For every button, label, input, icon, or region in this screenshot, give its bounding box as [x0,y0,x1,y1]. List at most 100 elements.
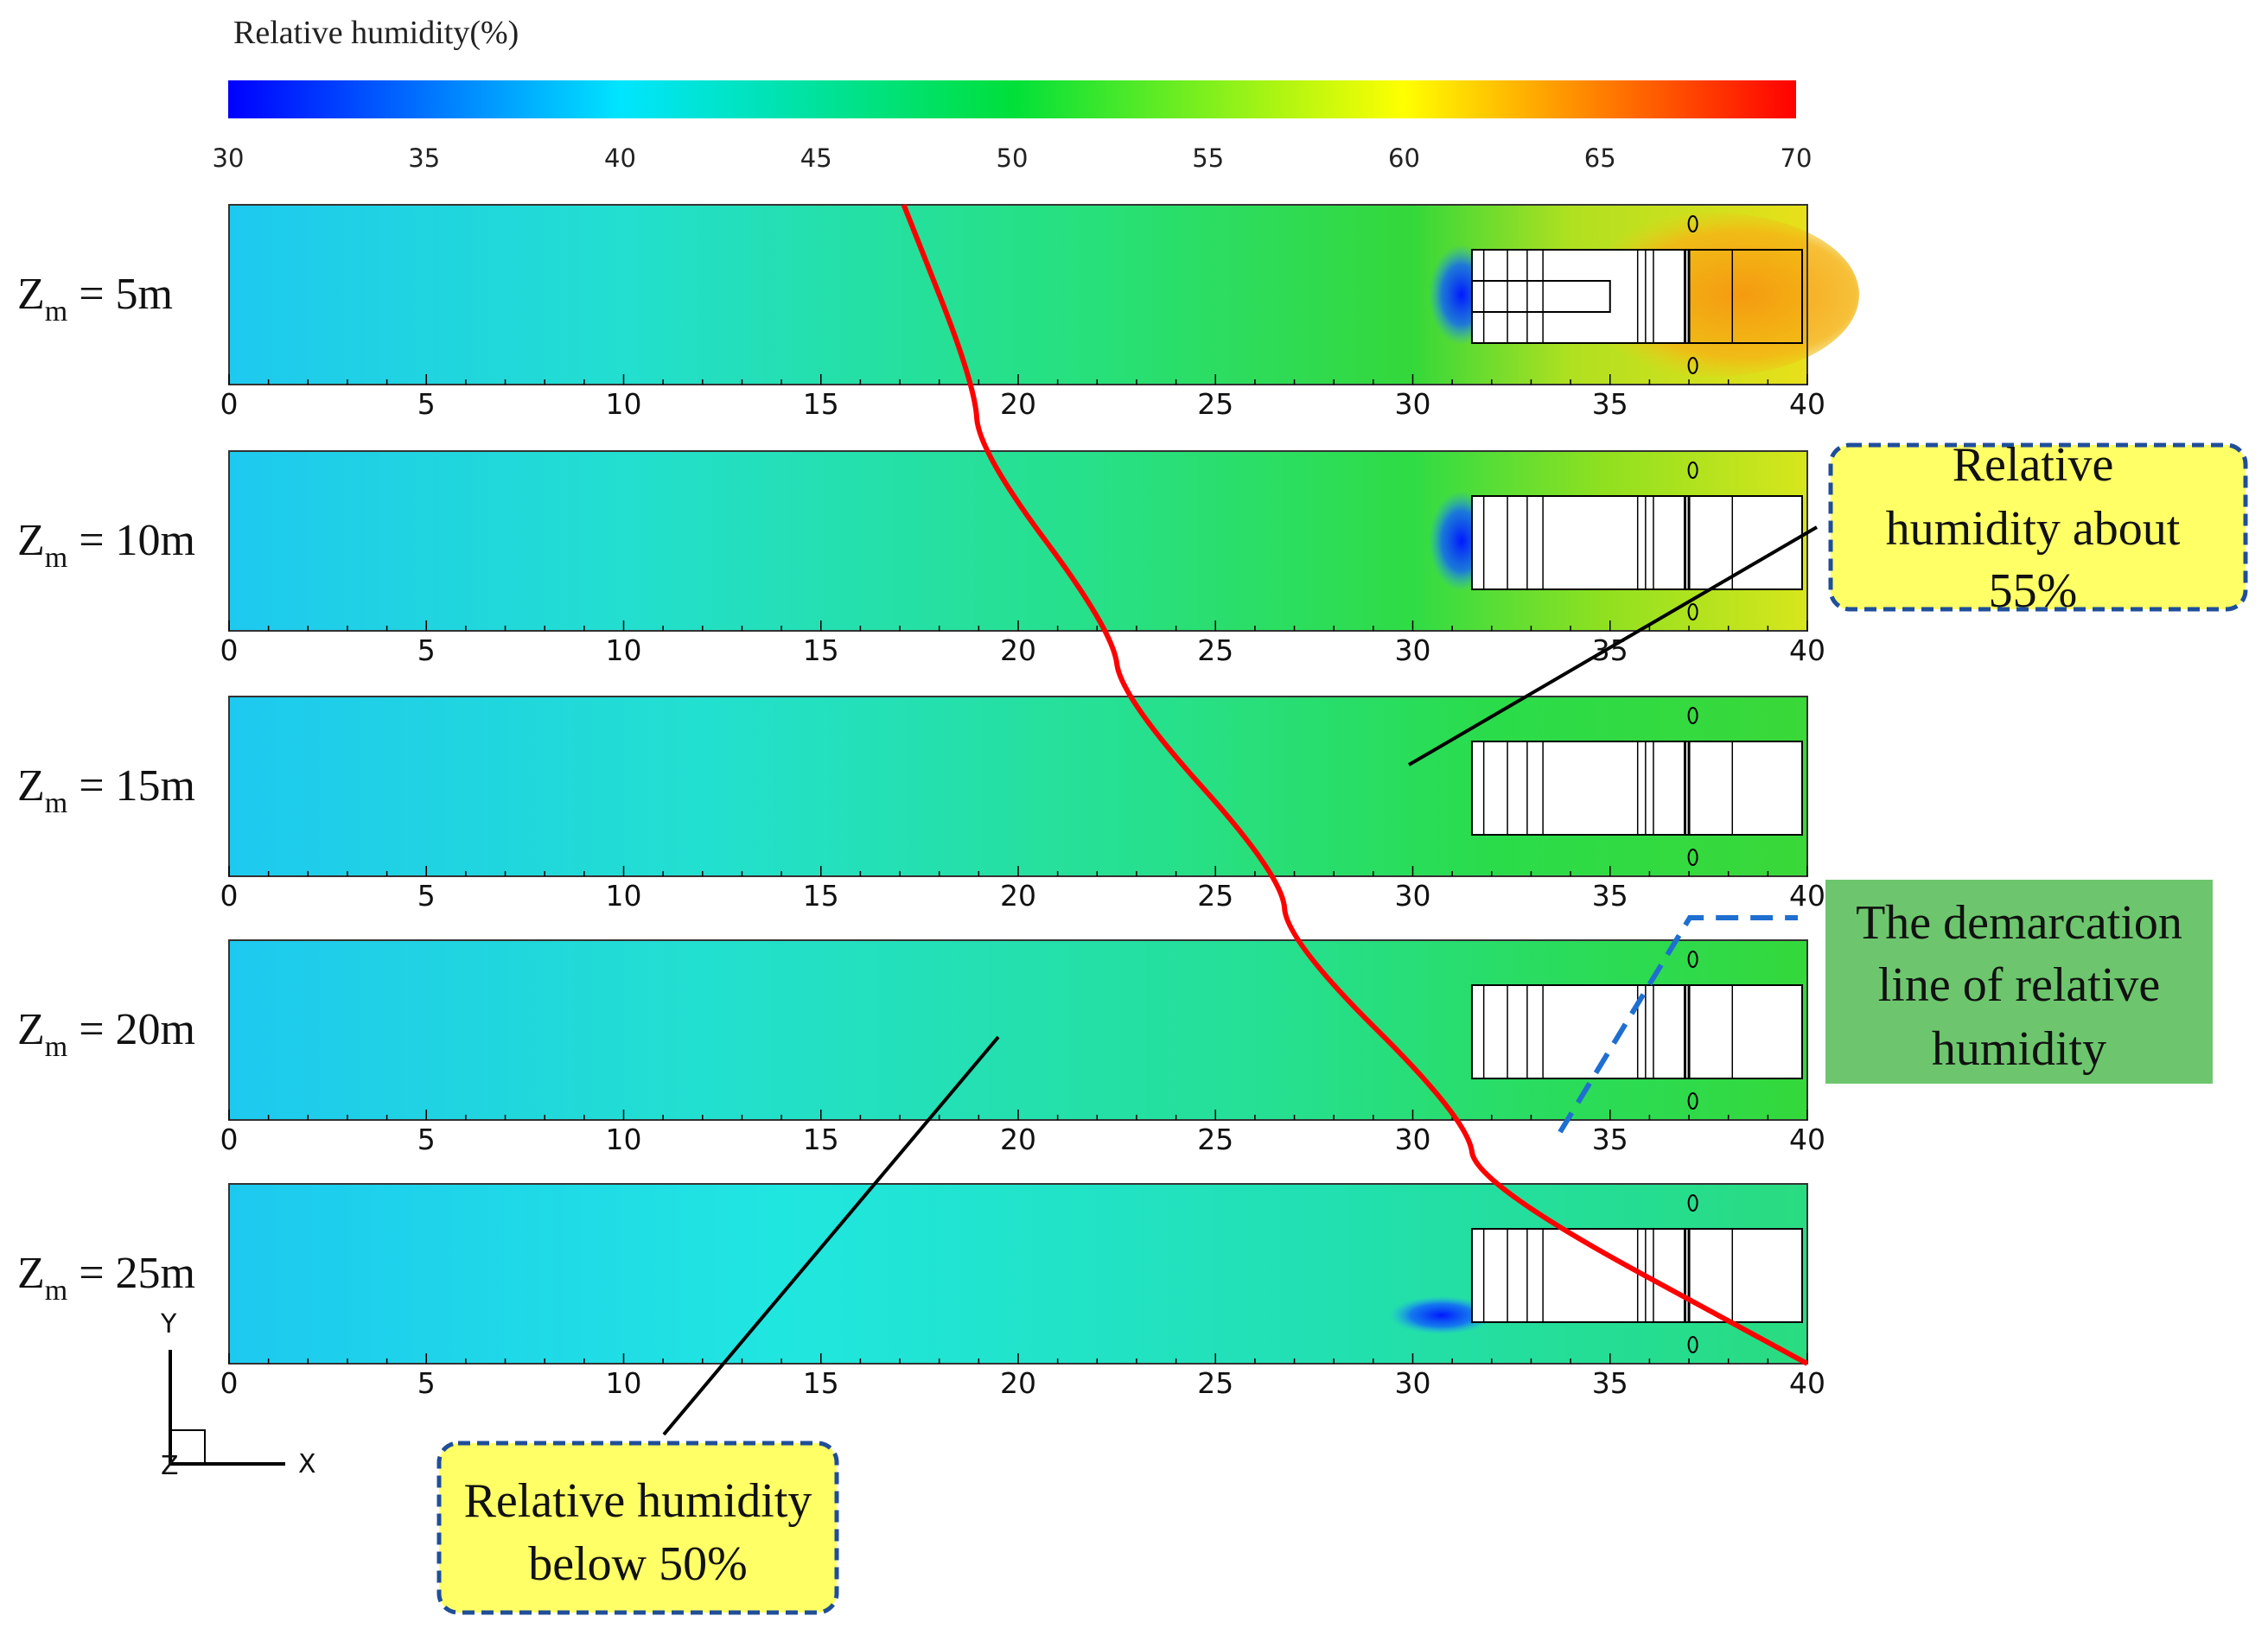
x-tick-label-1: 5 [417,1366,436,1400]
panel-label-main: Z [17,761,45,811]
panel-label-sub: m [45,296,67,328]
colorbar-tick-label-1: 35 [408,143,440,173]
fan-marker [1687,849,1698,866]
x-tick-label-3: 15 [803,1123,839,1156]
demarcation-curve [901,203,1809,1366]
x-tick-label-0: 0 [220,633,239,667]
x-tick-label-7: 35 [1592,1366,1628,1400]
fan-marker [1687,951,1698,968]
callout-demarcation-line3: humidity [1932,1022,2106,1076]
panel-label-sub: m [45,1031,67,1063]
building-interior [1471,250,1690,343]
callout-about-55-line2: humidity about [1886,502,2181,556]
x-tick-label-6: 30 [1395,1366,1431,1400]
x-tick-label-0: 0 [220,879,239,913]
colorbar-tick-label-3: 45 [800,143,832,173]
colorbar-tick-label-4: 50 [997,143,1029,173]
x-tick-label-2: 10 [606,879,642,913]
x-tick-label-4: 20 [1000,1366,1036,1400]
leader-line-about-55 [1407,525,1819,767]
panel-label-main: Z [17,1249,45,1298]
callout-about-55-line1: Relative [1953,438,2114,492]
x-tick-label-7: 35 [1592,879,1628,913]
x-tick-label-0: 0 [220,1366,239,1400]
callout-demarcation-line1: The demarcation [1856,896,2182,950]
x-tick-label-7: 35 [1592,1123,1628,1156]
panel-label-value: = 10m [67,516,195,565]
x-tick-label-3: 15 [803,633,839,667]
panel-z20: 0 5 10 15 20 25 30 35 40 Zm = 20m [17,939,1825,1156]
x-tick-label-5: 25 [1197,387,1233,421]
panel-label: Zm = 25m [17,1249,195,1307]
colorbar-bar [228,80,1796,118]
x-tick-label-2: 10 [606,1123,642,1156]
callout-below-50-line2: below 50% [528,1537,748,1591]
panel-x-axis: 0 5 10 15 20 25 30 35 40 [220,1110,1825,1156]
callout-about-55-line3: 55% [1989,564,2078,618]
callout-below-50-line1: Relative humidity [464,1474,812,1528]
panel-label: Zm = 20m [17,1005,195,1063]
x-tick-label-1: 5 [417,387,436,421]
x-tick-label-5: 25 [1197,1123,1233,1156]
fan-marker [1687,1336,1698,1353]
panel-label-main: Z [17,1005,45,1054]
x-tick-label-3: 15 [803,1366,839,1400]
panel-label: Zm = 10m [17,516,195,574]
x-tick-label-8: 40 [1789,1123,1825,1156]
fan-marker [1687,215,1698,232]
triad-x-label: X [298,1449,316,1479]
x-tick-label-0: 0 [220,387,239,421]
callout-demarcation-line2: line of relative [1878,958,2161,1012]
colorbar-tick-label-8: 70 [1781,143,1812,173]
panel-label-value: = 15m [67,761,195,811]
colorbar-tick-label-7: 65 [1584,143,1616,173]
triad-z-box [169,1429,206,1465]
fan-marker [1687,707,1698,724]
callout-below-50: Relative humidity below 50% [436,1441,839,1615]
fan-marker [1687,461,1698,479]
x-tick-label-1: 5 [417,633,436,667]
x-tick-label-4: 20 [1000,879,1036,913]
dashed-guide-line [1558,915,1798,1134]
panel-label-sub: m [45,542,67,574]
x-tick-label-3: 15 [803,387,839,421]
leader-line-below-50 [662,1035,1000,1436]
x-tick-label-8: 40 [1789,1366,1825,1400]
x-tick-label-6: 30 [1395,1123,1431,1156]
x-tick-label-4: 20 [1000,633,1036,667]
colorbar-tick-label-6: 60 [1388,143,1420,173]
triad-y-label: Y [160,1309,177,1339]
fan-marker [1687,603,1698,620]
callout-demarcation-box [1825,880,2213,1084]
panel-label-sub: m [45,1275,67,1307]
callout-about-55: Relative humidity about 55% [1828,438,2248,618]
x-tick-label-5: 25 [1197,633,1233,667]
panel-label-main: Z [17,516,45,565]
x-tick-label-1: 5 [417,1123,436,1156]
x-tick-label-1: 5 [417,879,436,913]
x-tick-label-4: 20 [1000,1123,1036,1156]
x-tick-label-0: 0 [220,1123,239,1156]
fan-marker [1687,1194,1698,1212]
triad-z-label: Z [161,1451,179,1481]
callout-about-55-box [1828,442,2248,612]
x-tick-label-5: 25 [1197,1366,1233,1400]
colorbar-tick-label-5: 55 [1192,143,1224,173]
coordinate-triad: Y X Z [160,1309,316,1481]
x-tick-label-3: 15 [803,879,839,913]
x-tick-label-4: 20 [1000,387,1036,421]
x-tick-label-6: 30 [1395,387,1431,421]
x-tick-label-8: 40 [1789,633,1825,667]
colorbar-tick-label-0: 30 [213,143,245,173]
fan-marker [1687,357,1698,374]
callout-below-50-box [436,1441,839,1615]
x-tick-label-6: 30 [1395,633,1431,667]
